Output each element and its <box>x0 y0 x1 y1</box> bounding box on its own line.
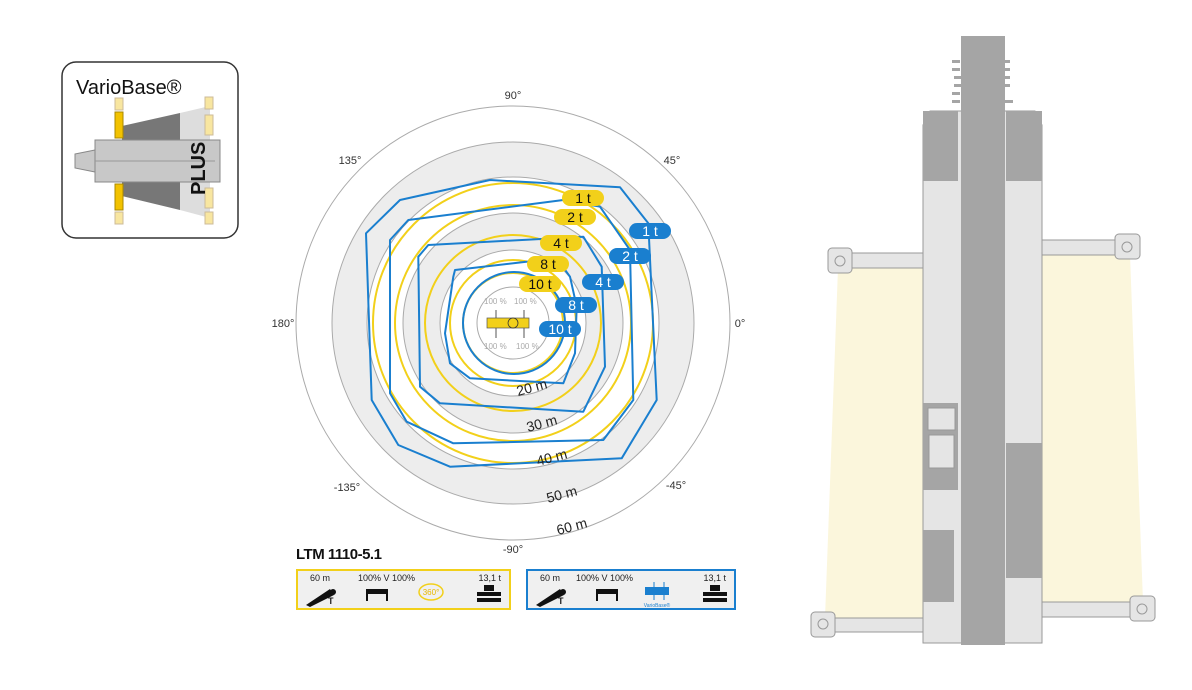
outrigger-icon <box>596 589 618 601</box>
angle-label: 45° <box>664 155 681 167</box>
legend-blue-config: 60 m 100% V 100% 13,1 t T VarioBase® <box>526 569 736 610</box>
load-label: 1 t <box>575 190 591 206</box>
legend-yellow-config: 60 m 100% V 100% 13,1 t T 360° <box>296 569 511 610</box>
blue-load-pill: 10 t <box>539 321 581 337</box>
angle-label: 180° <box>272 318 295 330</box>
counterweight: 13,1 t <box>703 573 726 583</box>
angle-labels: 90° 45° 0° -45° -90° -135° 180° 135° <box>272 90 746 556</box>
blue-load-pill: 1 t <box>629 223 671 239</box>
angle-label: -135° <box>334 482 360 494</box>
angle-label: -45° <box>666 480 686 492</box>
boom-length: 60 m <box>540 573 561 583</box>
variobase-title: VarioBase® <box>76 77 182 99</box>
load-label: 1 t <box>642 223 658 239</box>
distance-label: 50 m <box>545 482 579 506</box>
slew-label: 360° <box>423 588 440 597</box>
percent-label: 100 % <box>514 297 537 306</box>
load-label: 4 t <box>553 235 569 251</box>
outrigger-setting: 100% V 100% <box>358 573 416 583</box>
boom-icon <box>536 589 566 607</box>
angle-label: -90° <box>503 544 523 556</box>
blue-load-curve <box>365 179 658 468</box>
load-label: 10 t <box>528 276 551 292</box>
boom-icon <box>306 589 336 607</box>
counterweight: 13,1 t <box>478 573 501 583</box>
angle-label: 90° <box>505 90 522 102</box>
angle-label: 0° <box>735 318 746 330</box>
yellow-load-pill: 4 t <box>540 235 582 251</box>
load-label: 8 t <box>568 297 584 313</box>
slew-360-icon: 360° <box>418 583 444 601</box>
blue-load-pill: 4 t <box>582 274 624 290</box>
load-label: 10 t <box>548 321 571 337</box>
angle-label: 135° <box>339 155 362 167</box>
distance-label: 40 m <box>535 445 569 469</box>
plus-label: PLUS <box>188 142 210 195</box>
model-title: LTM 1110-5.1 <box>296 546 382 563</box>
distance-labels: 20 m 30 m 40 m 50 m 60 m <box>515 375 589 538</box>
boom-length: 60 m <box>310 573 331 583</box>
counterweight-icon <box>703 585 727 602</box>
load-label: 2 t <box>567 209 583 225</box>
hook-label: T <box>558 596 564 606</box>
distance-label: 60 m <box>555 514 589 538</box>
blue-load-pill: 2 t <box>609 248 651 264</box>
blue-load-curve <box>417 235 606 413</box>
blue-load-pill: 8 t <box>555 297 597 313</box>
load-label: 4 t <box>595 274 611 290</box>
variobase-badge: VarioBase® PLUS <box>61 61 239 239</box>
distance-label: 30 m <box>525 411 559 435</box>
yellow-load-pill: 10 t <box>519 276 561 292</box>
yellow-load-pill: 1 t <box>562 190 604 206</box>
yellow-load-curve <box>424 234 602 412</box>
counterweight-icon <box>477 585 501 602</box>
percent-label: 100 % <box>484 342 507 351</box>
outrigger-setting: 100% V 100% <box>576 573 634 583</box>
hook-label: T <box>328 596 334 606</box>
percent-label: 100 % <box>484 297 507 306</box>
crane-center: 100 % 100 % 100 % 100 % <box>484 297 539 351</box>
yellow-load-pill: 8 t <box>527 256 569 272</box>
variobase-icon: VarioBase® <box>644 582 671 609</box>
distance-label: 20 m <box>515 375 549 399</box>
variobase-icon-label: VarioBase® <box>644 602 671 609</box>
yellow-load-pill: 2 t <box>554 209 596 225</box>
percent-label: 100 % <box>516 342 539 351</box>
load-label: 2 t <box>622 248 638 264</box>
load-label: 8 t <box>540 256 556 272</box>
outrigger-icon <box>366 589 388 601</box>
